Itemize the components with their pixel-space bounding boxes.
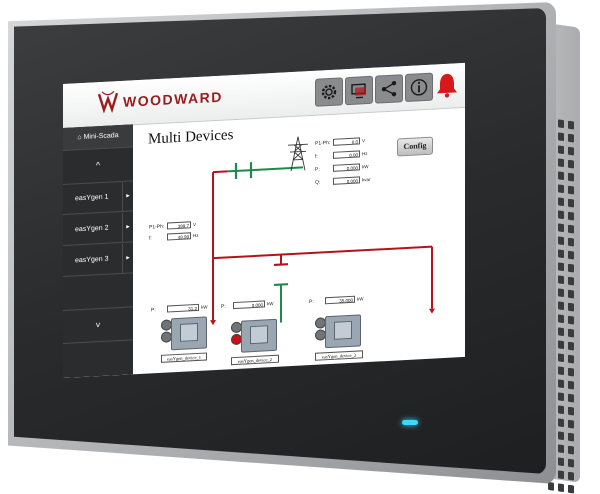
mains-reactive-value: 0.000 xyxy=(333,176,360,184)
mains-frequency-value: 0.00 xyxy=(333,150,360,158)
sidebar-item-label: easYgen 1 xyxy=(75,194,108,203)
sidebar-item-easygen-2[interactable]: easYgen 2 ▸ xyxy=(63,212,133,246)
gen1-power-unit: kW xyxy=(201,304,208,309)
sidebar: ⌂ Mini-Scada ^ easYgen 1 ▸ easYgen 2 ▸ e… xyxy=(63,124,133,378)
mains-power-label: P: xyxy=(315,167,320,173)
gen3-power-value: 35.000 xyxy=(325,296,355,305)
chevron-right-icon: ▸ xyxy=(122,181,133,211)
hmi-screen: WOODWARD xyxy=(63,63,465,378)
mains-frequency-unit: Hz xyxy=(362,151,368,156)
monitor-icon xyxy=(349,80,369,101)
scroll-up-button[interactable]: ^ xyxy=(63,147,133,185)
generator-1-icon[interactable] xyxy=(161,315,205,353)
gen1-power-value: 31.2 xyxy=(167,304,199,313)
mains-voltage-label: P1-Ph: xyxy=(315,140,330,147)
gen2-power-unit: kW xyxy=(267,301,274,306)
tie-breaker-bar xyxy=(274,264,288,265)
mains-power-unit: kW xyxy=(362,164,369,169)
logo-text: WOODWARD xyxy=(123,89,223,110)
gen2-power-value: 0.000 xyxy=(233,300,265,309)
chevron-right-icon: ▸ xyxy=(122,243,133,273)
bus-frequency-label: f: xyxy=(149,235,152,241)
generator-2-icon[interactable] xyxy=(231,317,275,355)
busbar xyxy=(213,247,432,258)
bus-voltage-value: 399.7 xyxy=(167,221,191,229)
sidebar-item-label: easYgen 2 xyxy=(75,225,108,234)
status-led xyxy=(402,420,418,425)
gen3-power-unit: kW xyxy=(357,296,364,301)
mains-reactive-unit: kvar xyxy=(362,177,371,182)
mains-reactive-label: Q: xyxy=(315,180,320,186)
mains-voltage-value: 0.0 xyxy=(333,137,360,145)
generator-3-icon[interactable] xyxy=(315,312,359,350)
settings-button[interactable] xyxy=(315,77,343,106)
bus-frequency-unit: Hz xyxy=(193,233,199,238)
bus-frequency-value: 49.99 xyxy=(167,232,191,240)
monitor-button[interactable] xyxy=(345,76,373,105)
woodward-logo-icon xyxy=(97,89,119,114)
gen1-name: easYgen_device_1 xyxy=(161,352,207,362)
transmission-tower-icon xyxy=(285,135,311,172)
gen3-power-label: P: xyxy=(309,299,314,305)
sidebar-item-easygen-1[interactable]: easYgen 1 ▸ xyxy=(63,181,133,215)
gear-icon xyxy=(319,82,339,103)
info-icon xyxy=(409,77,429,98)
gen1-power-label: P: xyxy=(151,307,156,313)
sidebar-item-easygen-3[interactable]: easYgen 3 ▸ xyxy=(63,243,133,277)
bus-voltage-unit: V xyxy=(193,222,196,227)
gen3-name: easYgen_device_3 xyxy=(315,350,363,361)
sidebar-item-label: easYgen 3 xyxy=(75,256,108,265)
share-icon xyxy=(379,78,399,99)
info-button[interactable] xyxy=(405,73,433,102)
scroll-down-button[interactable]: ˅ xyxy=(63,307,133,344)
bus-voltage-label: P1-Ph: xyxy=(149,224,164,231)
gen2-name: easYgen_device_2 xyxy=(231,355,279,366)
mains-power-value: 0.000 xyxy=(333,163,360,171)
mains-voltage-unit: V xyxy=(362,138,365,143)
chevron-right-icon: ▸ xyxy=(122,212,133,242)
bell-icon[interactable] xyxy=(436,71,458,98)
mains-frequency-label: f: xyxy=(315,154,318,160)
sidebar-empty-slot xyxy=(63,274,133,311)
share-button[interactable] xyxy=(375,74,403,103)
gen2-breaker-bar xyxy=(274,284,288,285)
gen2-power-label: P: xyxy=(221,303,226,309)
